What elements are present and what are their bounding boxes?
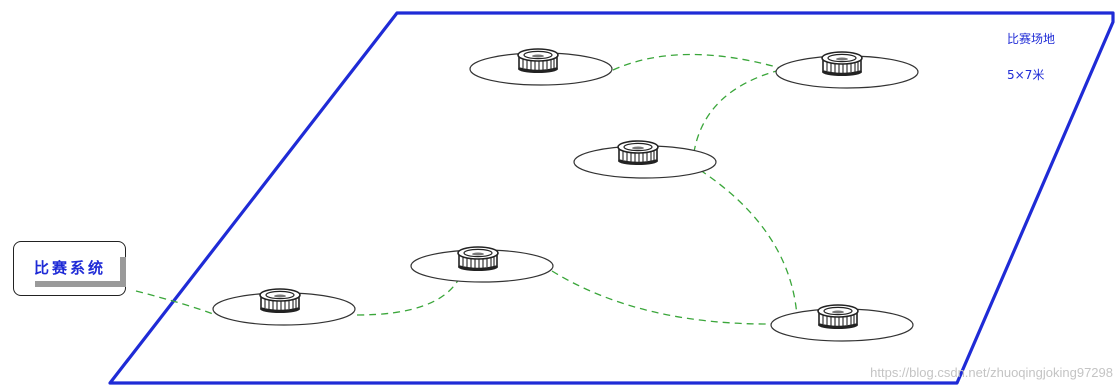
beacon-middle-left-icon	[457, 246, 499, 272]
beacon-top-right-icon	[821, 51, 863, 77]
field-outline	[108, 11, 1115, 385]
route-bottom-left-to-middle-left	[356, 276, 461, 316]
station-floor-ellipses	[212, 52, 919, 342]
system-box-shadow-side	[120, 257, 126, 287]
route-top-right-to-center	[693, 69, 781, 153]
system-box-shadow-bar	[35, 281, 126, 287]
beacon-bottom-left-icon	[259, 288, 301, 314]
beacon-top-left-icon	[517, 48, 559, 74]
route-middle-left-to-bottom-right	[551, 270, 773, 325]
route-lines	[135, 53, 798, 325]
route-system-to-bottom-left	[135, 290, 214, 315]
beacons	[259, 48, 863, 330]
route-center-to-bottom-right	[699, 169, 798, 317]
beacon-bottom-right-icon	[817, 304, 859, 330]
field-size-label: 5×7米	[1007, 68, 1045, 82]
watermark-text: https://blog.csdn.net/zhuoqingjoking9729…	[870, 365, 1113, 380]
competition-system-label: 比赛系统	[34, 259, 107, 277]
route-top-left-to-top-right	[612, 53, 781, 71]
beacon-center-icon	[617, 140, 659, 166]
field-title-label: 比赛场地	[1007, 32, 1056, 46]
